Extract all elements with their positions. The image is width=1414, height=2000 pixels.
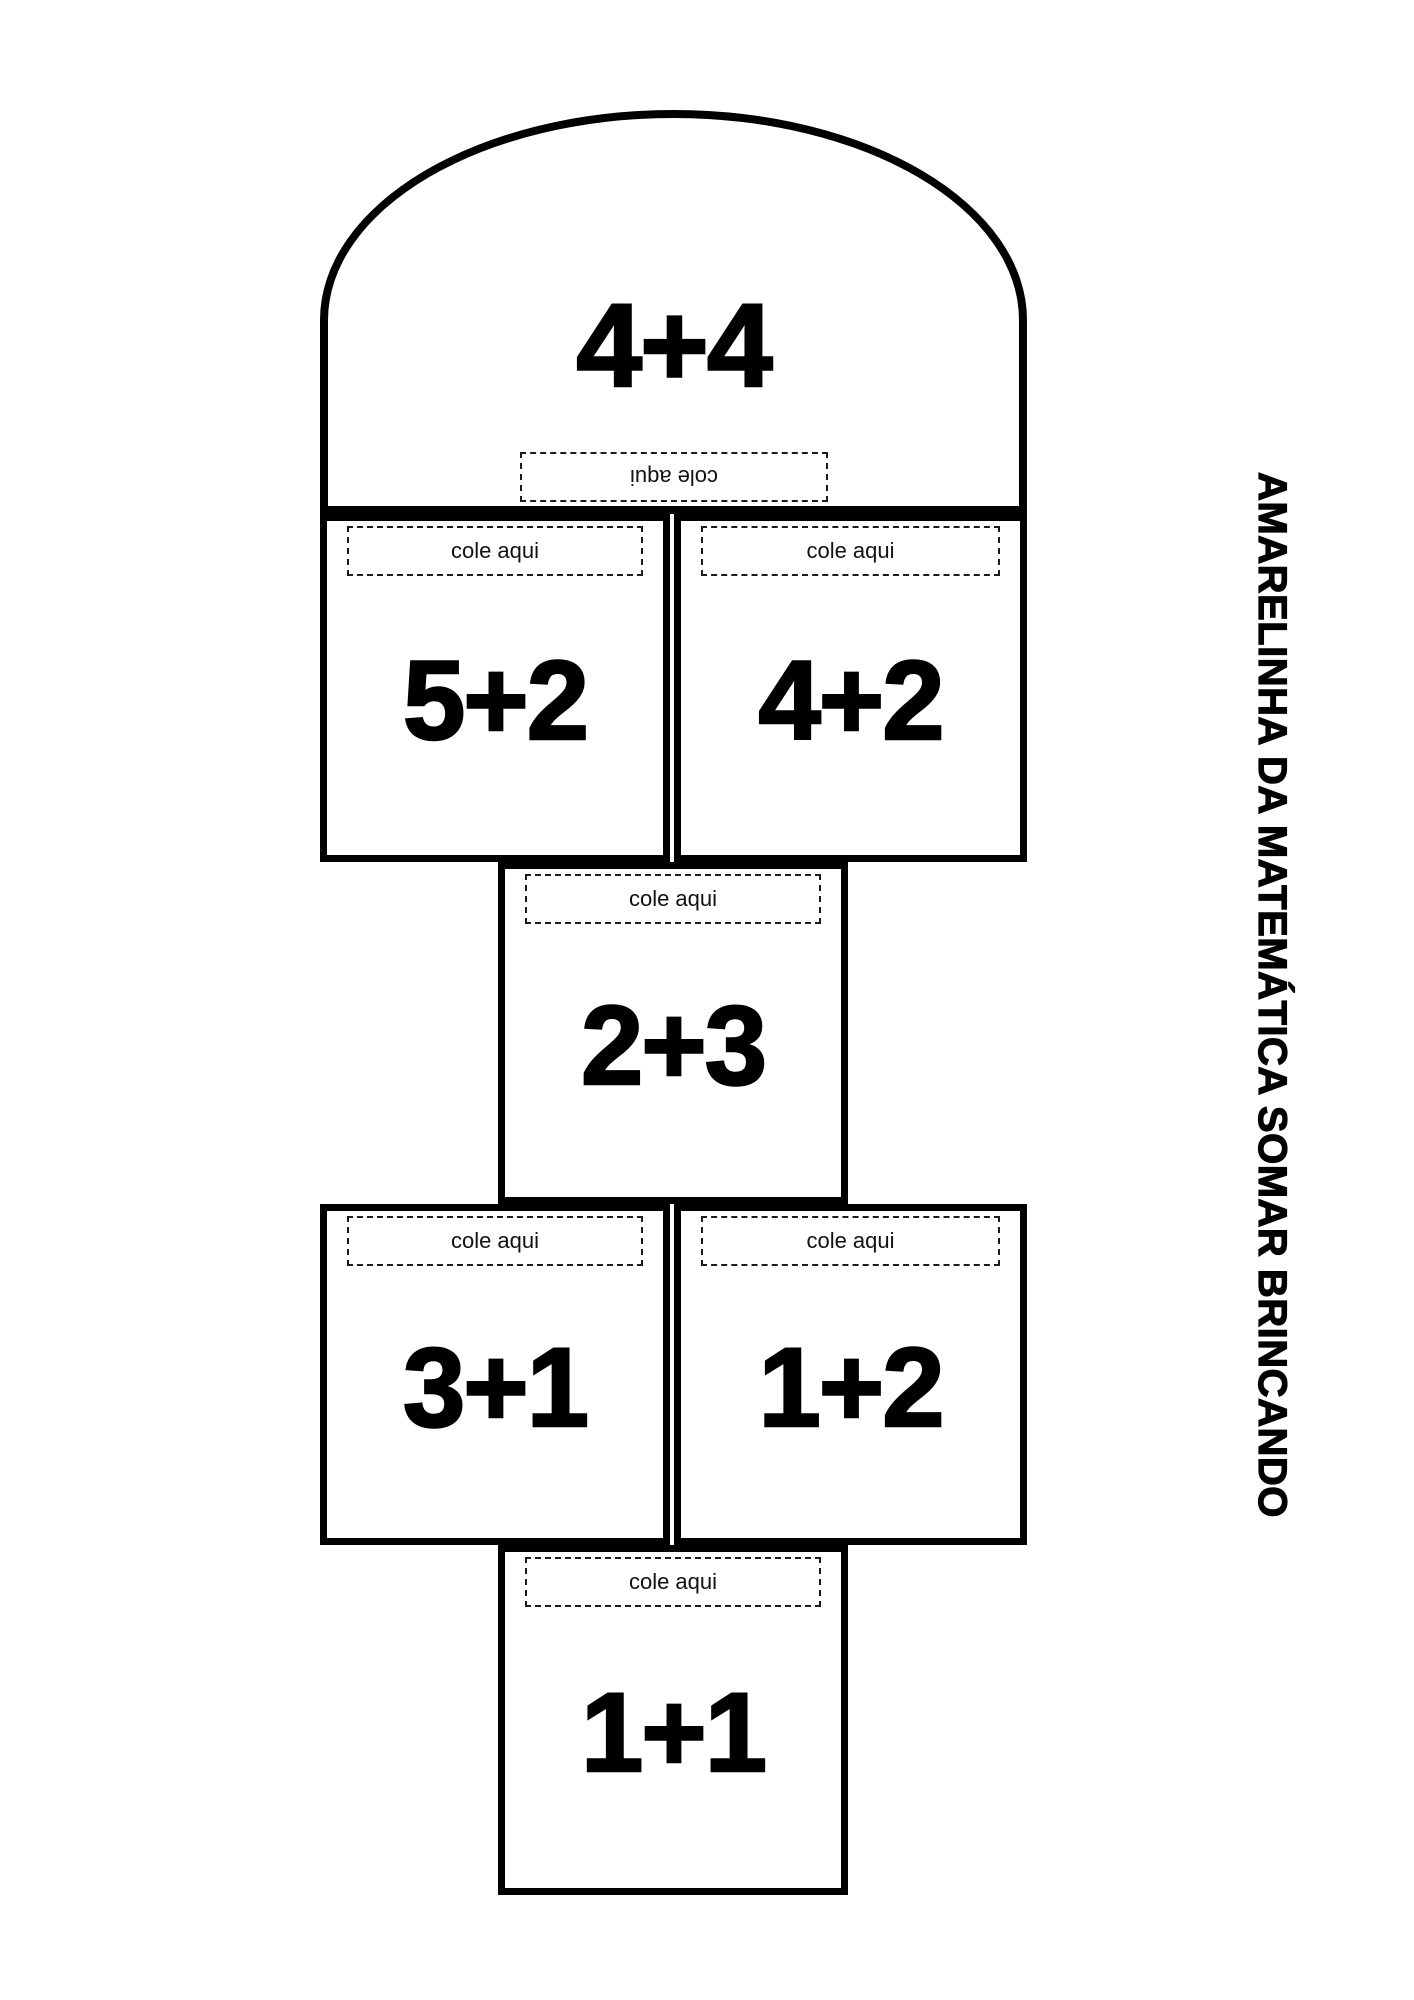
paste-here-label: cole aqui (628, 886, 718, 911)
paste-here-box: cole aqui (701, 526, 1000, 576)
paste-here-box: cole aqui (525, 874, 821, 924)
cell-expression: 2+3 (580, 982, 768, 1110)
hopscotch-cell-1-2: cole aqui 1+2 (674, 1204, 1027, 1545)
paste-here-label: cole aqui (806, 538, 895, 563)
paste-here-label: cole aqui (806, 1228, 895, 1253)
cell-expression: 4+4 (575, 279, 774, 414)
hopscotch-cell-2-3: cole aqui 2+3 (498, 862, 848, 1204)
cell-expression: 4+2 (757, 637, 945, 765)
hopscotch-cell-4-2: cole aqui 4+2 (674, 514, 1027, 862)
hopscotch-cell-1-1: cole aqui 1+1 (498, 1545, 848, 1895)
paste-here-box: cole aqui (347, 526, 643, 576)
cell-expression: 3+1 (402, 1323, 590, 1451)
paste-here-box: cole aqui (525, 1557, 821, 1607)
paste-here-label: cole aqui (450, 1228, 540, 1253)
paste-here-label: cole aqui (628, 1569, 718, 1594)
hopscotch-cell-5-2: cole aqui 5+2 (320, 514, 670, 862)
paste-here-box: cole aqui (701, 1216, 1000, 1266)
page-title-vertical: AMARELINHA DA MATEMÁTICA SOMAR BRINCANDO (1249, 471, 1294, 1518)
paste-here-label: cole aqui (629, 465, 718, 490)
cell-expression: 5+2 (402, 637, 590, 765)
cell-expression: 1+2 (757, 1323, 945, 1451)
paste-here-box-rotated: cole aqui (519, 452, 828, 502)
paste-here-label: cole aqui (450, 538, 540, 563)
cell-expression: 1+1 (580, 1669, 768, 1797)
paste-here-box: cole aqui (347, 1216, 643, 1266)
hopscotch-cell-3-1: cole aqui 3+1 (320, 1204, 670, 1545)
hopscotch-cell-dome: 4+4 cole aqui (320, 110, 1027, 514)
